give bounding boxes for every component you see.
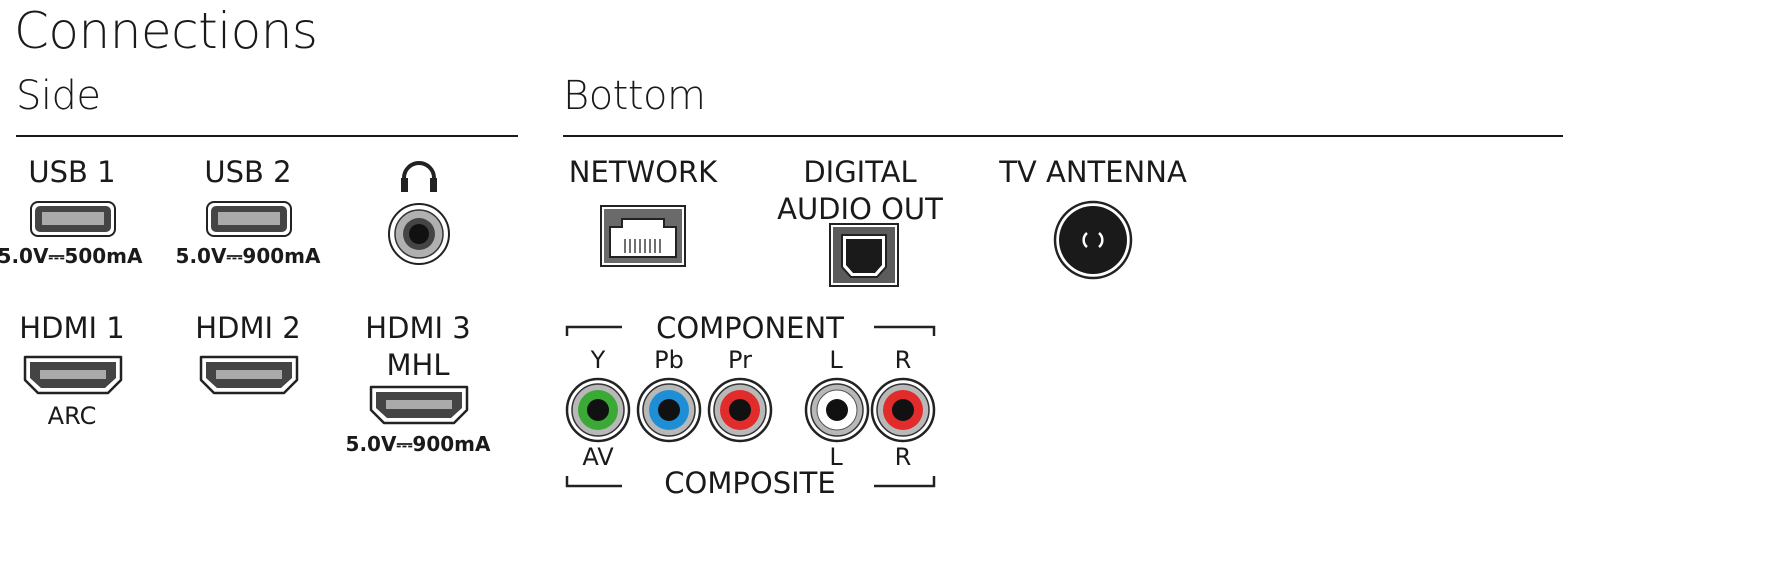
hdmi2-label: HDMI 2 xyxy=(195,311,301,345)
composite-label: COMPOSITE xyxy=(664,466,836,500)
usb2-port-icon xyxy=(206,201,292,237)
component-r-label: R xyxy=(894,346,912,374)
hdmi3-mhl-label: MHL xyxy=(386,348,450,382)
page-title: Connections xyxy=(14,2,318,60)
usb2-spec: 5.0V⎓900mA xyxy=(175,244,321,268)
headphones-icon xyxy=(401,161,437,192)
network-label: NETWORK xyxy=(568,155,718,189)
hdmi3-label: HDMI 3 xyxy=(365,311,471,345)
component-label: COMPONENT xyxy=(656,311,844,345)
composite-l-label: L xyxy=(829,443,843,471)
side-heading: Side xyxy=(16,73,101,119)
rca-green-jack-icon xyxy=(565,377,631,443)
component-pb-label: Pb xyxy=(654,346,684,374)
hdmi2-port-icon xyxy=(199,355,299,395)
headphone-jack-icon xyxy=(388,203,450,265)
hdmi1-arc: ARC xyxy=(47,402,97,430)
composite-r-label: R xyxy=(894,443,912,471)
component-pr-label: Pr xyxy=(728,346,752,374)
hdmi1-label: HDMI 1 xyxy=(19,311,125,345)
rca-red-jack-icon xyxy=(707,377,773,443)
ethernet-port-icon xyxy=(600,205,686,267)
usb1-spec: 5.0V⎓500mA xyxy=(0,244,143,268)
hdmi1-port-icon xyxy=(23,355,123,395)
side-divider xyxy=(16,135,518,137)
usb1-port-icon xyxy=(30,201,116,237)
component-y-label: Y xyxy=(590,346,606,374)
hdmi3-spec: 5.0V⎓900mA xyxy=(345,432,491,456)
component-l-label: L xyxy=(829,346,843,374)
digital-label: DIGITAL xyxy=(803,155,917,189)
optical-port-icon xyxy=(829,223,899,287)
bottom-divider xyxy=(563,135,1563,137)
rca-blue-jack-icon xyxy=(636,377,702,443)
antenna-label: TV ANTENNA xyxy=(999,155,1187,189)
rca-white-jack-icon xyxy=(804,377,870,443)
hdmi3-port-icon xyxy=(369,385,469,425)
composite-av-label: AV xyxy=(582,443,614,471)
usb2-label: USB 2 xyxy=(204,155,292,189)
antenna-port-icon xyxy=(1053,200,1133,280)
bottom-heading: Bottom xyxy=(563,73,706,119)
component-composite-brackets xyxy=(565,325,936,488)
usb1-label: USB 1 xyxy=(28,155,116,189)
rca-red-audio-jack-icon xyxy=(870,377,936,443)
audio-out-label: AUDIO OUT xyxy=(777,192,943,226)
